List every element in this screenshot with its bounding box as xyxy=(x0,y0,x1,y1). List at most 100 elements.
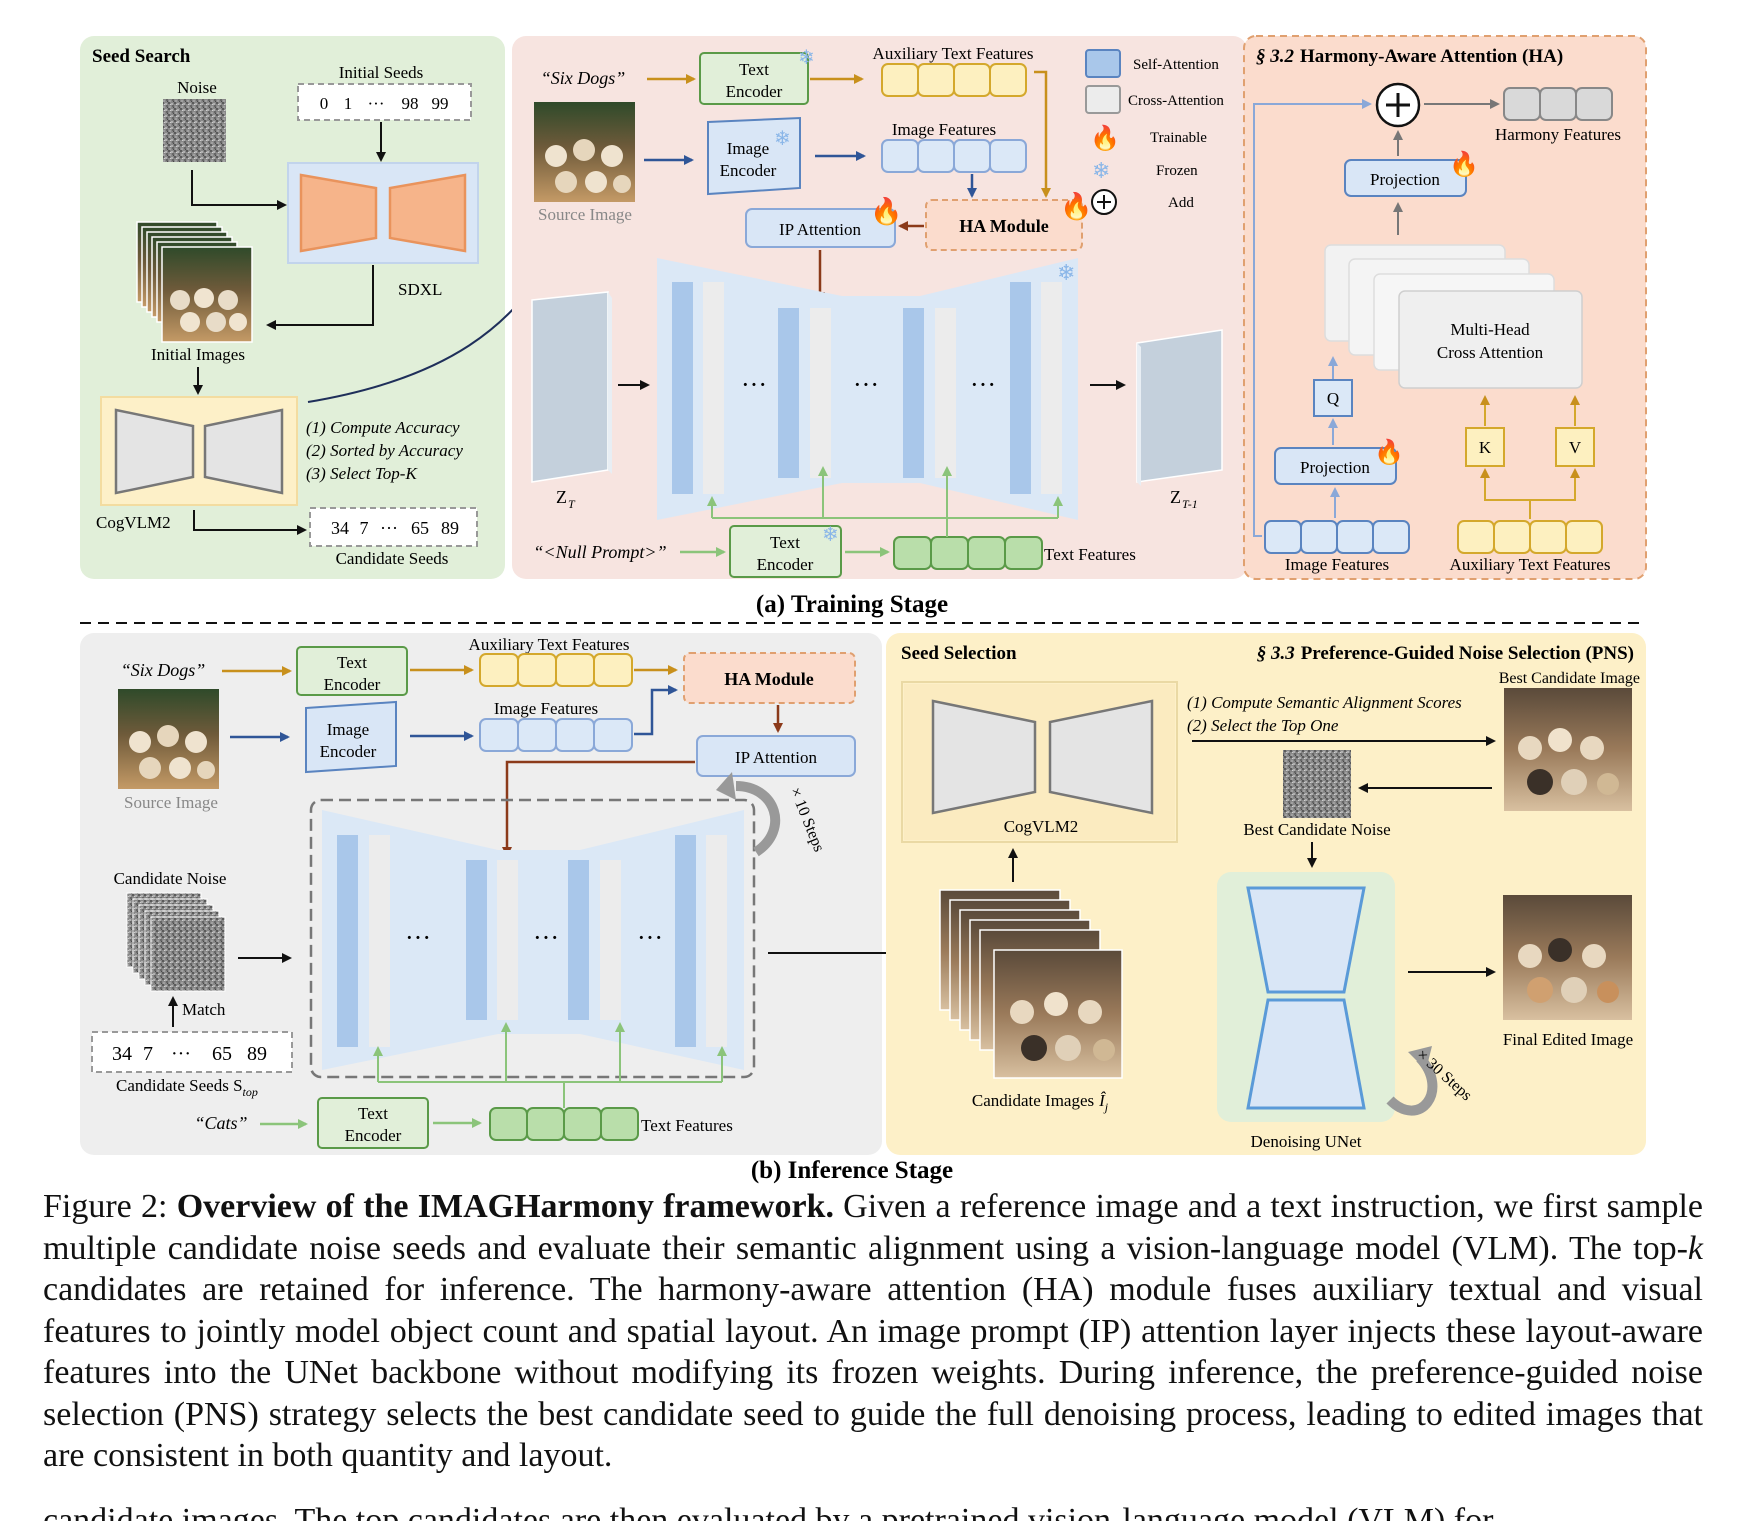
seed-value: 99 xyxy=(432,94,449,113)
caption-text: candidates are retained for inference. T… xyxy=(43,1271,1703,1474)
value-block xyxy=(1555,427,1595,467)
initial-seeds-label: Initial Seeds xyxy=(339,63,424,82)
step-select-top-one: (2) Select the Top One xyxy=(1187,716,1339,735)
noise-label: Noise xyxy=(177,78,217,97)
inference-unet-ellipsis: ··· xyxy=(533,923,559,952)
inference-candidate-seed: ··· xyxy=(171,1043,191,1065)
inference-unet-layers xyxy=(337,835,727,1047)
legend-cross-attention: Cross-Attention xyxy=(1128,93,1224,109)
frozen-icon: ❄ xyxy=(798,47,815,69)
inference-aux-text-label: Auxiliary Text Features xyxy=(469,635,630,654)
sdxl-label: SDXL xyxy=(398,280,442,299)
caption-k: k xyxy=(1687,1229,1703,1267)
text-encoder-label: Text xyxy=(770,533,800,552)
candidate-seed-value: 65 xyxy=(411,518,429,538)
initial-images-label: Initial Images xyxy=(151,345,245,364)
cogvlm2-label: CogVLM2 xyxy=(96,513,171,532)
inference-aux-text-token-row xyxy=(479,653,633,687)
seed-value: 0 xyxy=(320,94,329,113)
prompt-six-dogs: “Six Dogs” xyxy=(541,68,626,88)
ip-attention-label: IP Attention xyxy=(779,220,862,239)
latent-zt-1 xyxy=(1136,329,1223,483)
aux-text-features-label: Auxiliary Text Features xyxy=(873,44,1034,63)
inference-unet xyxy=(322,810,744,1070)
framework-figure: Seed Search Noise Initial Seeds 0 1 ··· … xyxy=(80,35,1647,1184)
denoising-unet-label: Denoising UNet xyxy=(1251,1132,1362,1151)
zt1-label: Z xyxy=(1170,487,1181,507)
inference-image-encoder-label: Image xyxy=(327,720,369,739)
trainable-icon: 🔥 xyxy=(1374,438,1404,466)
source-image-label: Source Image xyxy=(538,205,632,224)
harmony-feature-token-row xyxy=(1503,87,1613,121)
best-candidate-noise-label: Best Candidate Noise xyxy=(1243,820,1390,839)
inference-unet-ellipsis: ··· xyxy=(637,923,663,952)
inference-ip-attention-label: IP Attention xyxy=(735,748,818,767)
unet-ellipsis: ··· xyxy=(970,370,996,399)
ha-module-block xyxy=(925,199,1083,251)
inference-ha-module-label: HA Module xyxy=(724,669,814,689)
match-label: Match xyxy=(182,1000,226,1019)
candidate-seeds-box xyxy=(309,507,478,547)
zt-label: Z xyxy=(556,487,567,507)
image-encoder-label: Encoder xyxy=(720,161,777,180)
latent-zt xyxy=(531,291,609,483)
inference-text-encoder-label: Text xyxy=(358,1104,388,1123)
frozen-icon: ❄ xyxy=(1057,260,1075,285)
text-encoder-block xyxy=(699,52,809,105)
caption-text: Given a reference image and a text instr… xyxy=(43,1188,1703,1267)
inference-candidate-seeds-label: Candidate Seeds Stop xyxy=(116,1076,258,1099)
inference-cogvlm2-label: CogVLM2 xyxy=(1004,817,1079,836)
initial-seeds-box xyxy=(297,83,472,121)
inference-unet-loop-box xyxy=(309,798,756,1079)
text-features-label: Text Features xyxy=(1044,545,1136,564)
key-block xyxy=(1465,427,1505,467)
projection-bottom-block xyxy=(1274,447,1397,485)
step-select-topk: (3) Select Top-K xyxy=(306,464,418,483)
inference-prompt-six-dogs: “Six Dogs” xyxy=(121,660,206,680)
trainable-icon: 🔥 xyxy=(870,196,902,226)
legend-frozen-icon: ❄ xyxy=(1092,158,1110,183)
trailing-body-text: candidate images. The top candidates are… xyxy=(43,1502,1494,1521)
legend-add: Add xyxy=(1168,195,1194,211)
candidate-noise-stack xyxy=(126,892,226,992)
trainable-icon: 🔥 xyxy=(1449,150,1479,178)
inference-text-encoder xyxy=(296,646,408,696)
legend-self-attention: Self-Attention xyxy=(1133,57,1219,73)
caption-label: Figure 2: xyxy=(43,1188,177,1225)
legend-self-attention-swatch xyxy=(1085,49,1121,78)
image-encoder-label: Image xyxy=(727,139,769,158)
final-edited-image-label: Final Edited Image xyxy=(1503,1030,1633,1049)
frozen-icon: ❄ xyxy=(774,128,791,150)
inference-candidate-seed: 89 xyxy=(247,1043,267,1065)
image-feature-token-row xyxy=(881,139,1027,173)
inference-stage-caption: (b) Inference Stage xyxy=(751,1157,953,1184)
key-label: K xyxy=(1479,438,1492,457)
best-candidate-noise xyxy=(1283,750,1351,818)
inference-candidate-seed: 7 xyxy=(143,1043,153,1065)
caption-bold-title: Overview of the IMAGHarmony framework. xyxy=(176,1188,834,1225)
ha-image-feature-token-row xyxy=(1264,520,1410,554)
best-candidate-image-label: Best Candidate Image xyxy=(1499,670,1640,687)
figure-caption: Figure 2: Overview of the IMAGHarmony fr… xyxy=(43,1186,1703,1477)
ha-module-label: HA Module xyxy=(959,216,1049,236)
text-encoder-label: Encoder xyxy=(757,555,814,574)
mhca-label: Cross Attention xyxy=(1437,343,1544,362)
candidate-seeds-label: Candidate Seeds xyxy=(336,549,449,568)
unet-ellipsis: ··· xyxy=(741,370,767,399)
seed-selection-title: Seed Selection xyxy=(901,643,1017,664)
mhca-label: Multi-Head xyxy=(1450,320,1530,339)
text-encoder-label: Encoder xyxy=(726,82,783,101)
training-stage-caption: (a) Training Stage xyxy=(756,591,948,618)
projection-top-block xyxy=(1344,159,1467,197)
inference-image-feature-token-row xyxy=(479,718,633,752)
query-label: Q xyxy=(1327,389,1339,408)
candidate-noise-label: Candidate Noise xyxy=(114,869,227,888)
text-encoder-block-2 xyxy=(729,525,842,578)
projection-top-label: Projection xyxy=(1370,170,1440,189)
loop-arrow-10-steps xyxy=(735,781,781,857)
seed-search-title: Seed Search xyxy=(92,46,191,67)
